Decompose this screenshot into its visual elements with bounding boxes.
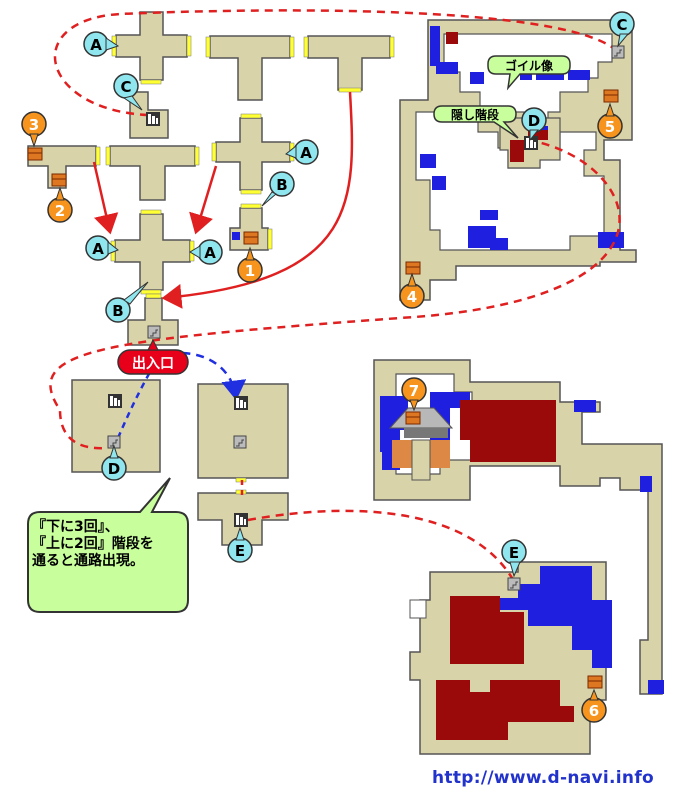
marker-b: B [261, 171, 295, 207]
marker-e: E [227, 526, 253, 563]
hidden-stairs-label-text: 隠し階段 [451, 107, 500, 122]
marker-c: C [609, 11, 635, 48]
cross-room-3 [114, 213, 191, 291]
treasure-chest-icon [405, 411, 421, 425]
stairs-icons [107, 45, 625, 591]
cross-room-2 [215, 117, 291, 191]
marker-a: A [189, 239, 223, 265]
note-text: 『下に3回』、 『上に2回』階段を 通ると通路出現。 [32, 519, 182, 570]
stairs-icon [108, 394, 122, 408]
svg-text:B: B [276, 176, 287, 194]
marker-treasure-3: 3 [21, 111, 47, 148]
marker-a: A [285, 139, 319, 165]
upper-right-dungeon [399, 19, 637, 301]
svg-text:A: A [92, 240, 104, 258]
route-e [247, 509, 514, 579]
stairs-icon [234, 396, 248, 410]
stairs-up-icon [611, 45, 625, 59]
lower-right-room-6 [409, 561, 612, 755]
svg-text:1: 1 [245, 262, 255, 280]
t-room-2 [307, 35, 391, 91]
svg-text:A: A [204, 244, 216, 262]
svg-text:E: E [235, 542, 245, 560]
lava-upper [446, 32, 548, 162]
note-balloon [27, 477, 189, 613]
treasure-chest-icon [51, 173, 67, 187]
hidden-stairs-label: 隠し階段 [433, 105, 519, 139]
svg-text:3: 3 [29, 116, 39, 134]
treasure-chest-icon [243, 231, 259, 245]
svg-text:7: 7 [409, 382, 419, 400]
entrance-tag: 出入口 [117, 338, 189, 375]
svg-text:D: D [528, 112, 540, 130]
note-line-2: 『上に2回』階段を [32, 536, 154, 552]
route-c-loop [53, 9, 617, 117]
marker-e: E [501, 539, 527, 578]
marker-c: C [113, 73, 143, 111]
treasure-chest-icon [405, 261, 421, 275]
marker-d: D [521, 107, 547, 142]
site-url[interactable]: http://www.d-navi.info [432, 768, 654, 788]
water-upper [420, 26, 624, 250]
svg-text:C: C [120, 78, 131, 96]
route-d-loop [49, 138, 621, 450]
note-line-1: 『下に3回』、 [32, 519, 119, 535]
marker-treasure-2: 2 [47, 186, 73, 223]
statue-label-text: ゴイル像 [505, 58, 554, 73]
treasure-chest-icon [587, 675, 603, 689]
lower-right-room-7 [373, 359, 664, 695]
svg-text:A: A [300, 144, 312, 162]
cyan-markers: A C C A B A A B D D E E [83, 11, 635, 578]
treasure-chest-icon [27, 147, 43, 161]
water-tile-room-1 [232, 232, 240, 240]
statue-label: ゴイル像 [487, 55, 571, 91]
stairs-icon [146, 112, 160, 126]
stairs-icon [524, 136, 538, 150]
stairs-up-icon [507, 577, 521, 591]
svg-text:B: B [112, 302, 123, 320]
marker-d: D [101, 444, 127, 481]
stairs-up-icon [147, 325, 161, 339]
routes [49, 9, 621, 579]
orange-markers: 3 2 1 4 5 7 6 [21, 102, 623, 723]
svg-text:5: 5 [605, 118, 615, 136]
t-room-1 [209, 35, 291, 101]
marker-treasure-1: 1 [237, 246, 263, 283]
marker-a: A [83, 31, 120, 57]
svg-text:A: A [90, 36, 102, 54]
t-room-3 [109, 145, 196, 201]
svg-text:6: 6 [589, 702, 599, 720]
svg-text:E: E [509, 544, 519, 562]
stairs-icon [234, 513, 248, 527]
svg-text:2: 2 [55, 202, 65, 220]
svg-text:C: C [616, 16, 627, 34]
treasure-chest-icon [603, 89, 619, 103]
svg-text:4: 4 [407, 288, 417, 306]
stairs-up-icon [233, 435, 247, 449]
marker-treasure-6: 6 [581, 688, 607, 723]
svg-text:D: D [108, 460, 120, 478]
entrance-tag-text: 出入口 [132, 355, 174, 372]
note-line-3: 通ると通路出現。 [32, 553, 144, 569]
cross-room-1 [115, 11, 188, 81]
marker-treasure-4: 4 [399, 272, 425, 309]
treasure-chest-icons [27, 89, 619, 689]
upper-left-rooms [27, 11, 391, 346]
marker-a: A [85, 235, 119, 261]
marker-b: B [105, 281, 149, 323]
marker-treasure-7: 7 [401, 377, 427, 412]
marker-treasure-5: 5 [597, 102, 623, 139]
